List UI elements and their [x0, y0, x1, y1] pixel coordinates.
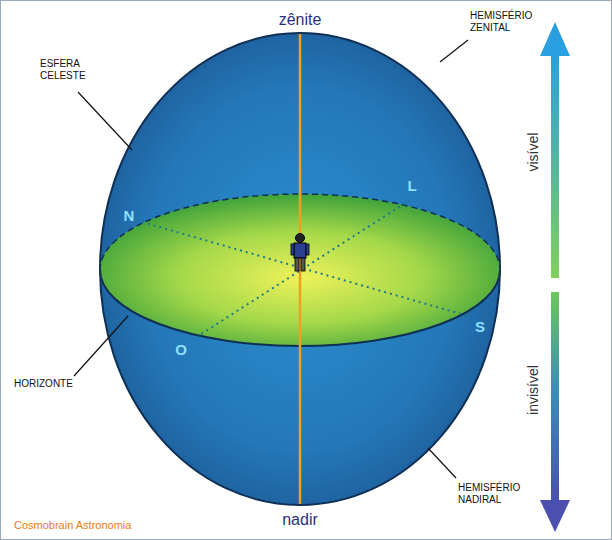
east-west-line — [195, 200, 410, 338]
hemisphere-label: HEMISFÉRIO NADIRAL — [458, 482, 538, 505]
leader-line — [78, 92, 132, 150]
leader-line — [428, 448, 456, 478]
celestial-sphere — [100, 33, 500, 505]
cardinal-point: S — [475, 318, 485, 335]
horizon-label: HORIZONTE — [14, 378, 73, 390]
cardinal-point: N — [124, 207, 135, 224]
visible-label: visível — [525, 133, 541, 172]
leader-line — [74, 316, 128, 376]
invisible-label: invisível — [525, 365, 541, 415]
watermark: Cosmobrain Astronomia — [14, 519, 131, 532]
sphere-label: ESFERA CELESTE — [40, 58, 110, 81]
invisible-arrow — [540, 292, 570, 532]
cardinal-point: L — [407, 177, 416, 194]
nadir-label: nadir — [282, 511, 318, 529]
zenith-label: zênite — [279, 11, 322, 29]
hemisphere-label: HEMISFÉRIO ZENITAL — [470, 10, 550, 33]
visible-arrow — [540, 22, 570, 278]
leader-line — [440, 40, 468, 62]
cardinal-point: O — [175, 341, 187, 358]
north-south-line — [142, 222, 468, 316]
observer-figure — [291, 234, 309, 272]
